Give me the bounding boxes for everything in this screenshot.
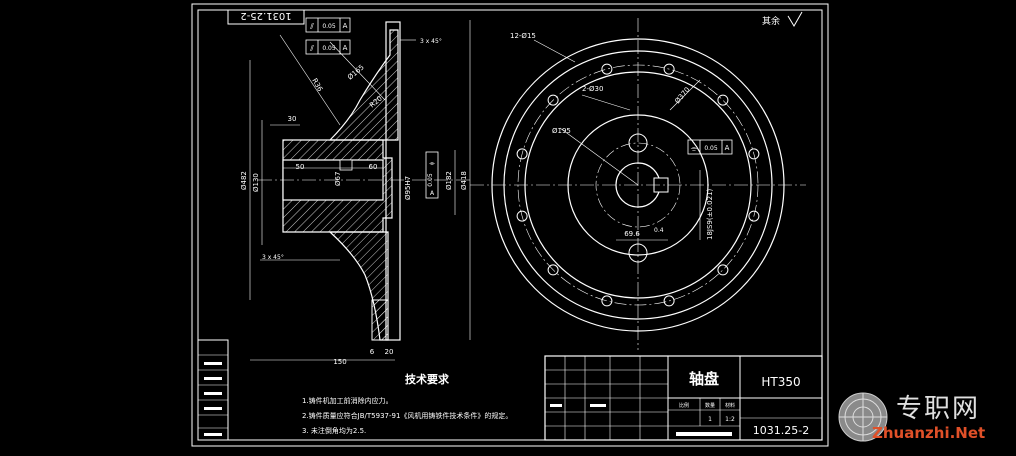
bolt-hole [547,94,559,106]
drawing-number: 1031.25-2 [753,424,809,437]
dim-d130: Ø130 [252,173,260,192]
bolt-hole [663,63,675,75]
upper-web [328,29,399,141]
dim-d195: Ø195 [552,127,571,135]
tech-req-heading: 技术要求 [405,372,450,386]
leader-d165 [329,41,386,101]
bolt-hole [516,210,528,222]
tol-right-sym: ⌯ [691,144,698,153]
dim-d182: Ø182 [445,171,453,190]
front-view: ⌯ 0.05 A 12-Ø15 2-Ø30 Ø195 Ø370 69.6 0.4… [470,11,806,350]
roughness-icon [787,11,803,27]
drawing-number-rotated: 1031.25-2 [240,10,291,21]
keyway-slot [339,159,353,171]
dim-key-tol: 18JS9(±0.021) [706,188,714,240]
revision-strip [197,339,229,441]
tol-right-ref: A [725,144,730,152]
label-material: 材料 [725,402,735,409]
bolt-hole [748,148,760,160]
dim-r36: R36 [310,77,324,93]
dim-chamfer-top: 3 x 45° [420,38,442,45]
tol-val-3: 0.05 [427,173,434,187]
label-scale: 比例 [679,402,689,409]
tolerance-frame-2: ⫽ 0.05 A [305,39,351,55]
watermark-cn: 专职网 [896,394,981,424]
dim-2-holes: 2-Ø30 [582,85,603,93]
part-title: 轴盘 [689,370,719,388]
dim-60: 60 [369,163,378,171]
section-view: ⌯ 0.05 A 3 x 45° R36 Ø165 R20 30 50 60 Ø… [240,20,471,366]
tap-hole-bottom [628,243,648,263]
bolt-hole [748,210,760,222]
leader-r36 [279,34,341,126]
bolt-hole [601,63,613,75]
dim-d418: Ø418 [460,171,468,190]
dim-chamfer-bottom: 3 x 45° [262,254,284,261]
watermark-en: Zhuanzhi.Net [872,424,986,442]
tol-sym-1: ⫽ [309,22,314,31]
surface-note: 其余 [762,15,780,27]
dim-30: 30 [288,115,297,123]
leader-2holes [581,94,631,111]
tol-ref-2: A [343,44,348,52]
dim-6: 6 [370,348,375,356]
title-block: 轴盘 HT350 1031.25-2 比例 数量 材料 1 1:2 [544,355,823,441]
label-qty: 数量 [705,402,715,409]
dim-d482: Ø482 [240,171,248,190]
inner-frame [197,9,823,441]
dim-150: 150 [333,358,346,366]
dim-d67: Ø67 [334,172,342,186]
tech-req-3: 3. 未注倒角均为2.5. [302,426,366,435]
tap-hole-top [628,133,648,153]
bolt-hole [663,295,675,307]
dim-d370: Ø370 [673,86,691,106]
leader-12holes [533,39,576,63]
dim-d95: Ø95H7 [404,176,412,200]
dim-key-69: 69.6 [624,230,640,238]
material: HT350 [761,375,800,389]
tolerance-frame-right: ⌯ 0.05 A [687,139,733,155]
dim-key-ra: 0.4 [654,227,664,234]
tech-req-1: 1.铸件机加工前消除内应力。 [302,396,393,405]
tol-sym-3: ⌯ [429,159,435,167]
tol-ref-3: A [430,190,435,197]
bolt-hole [601,295,613,307]
dim-20: 20 [385,348,394,356]
drawing-number-box [227,9,305,25]
rim-lip [371,299,389,341]
watermark-globe-icon [838,392,888,442]
bolt-holes [516,63,760,307]
watermark: 专职网 Zhuanzhi.Net [836,386,1012,448]
outer-frame [191,3,829,447]
dim-d165: Ø165 [346,63,366,81]
tol-sym-2: ⫽ [309,44,314,53]
tolerance-frame-1: ⫽ 0.05 A [305,17,351,33]
tol-val-2: 0.05 [322,45,336,52]
tech-req-2: 2.铸件质量应符合JB/T5937-91《风机用铸铁件技术条件》的规定。 [302,411,512,420]
tol-val-1: 0.05 [322,23,336,30]
leader-d195 [559,127,639,186]
tolerance-frame-3: ⌯ 0.05 A [425,151,439,199]
tol-ref-1: A [343,22,348,30]
bolt-hole [717,94,729,106]
leader-d370 [669,79,701,111]
tol-right-val: 0.05 [704,145,718,152]
dim-12-holes: 12-Ø15 [510,32,536,40]
scale-value: 1:2 [725,416,735,423]
flange-rim [385,21,401,341]
bolt-hole [516,148,528,160]
tech-requirements: 技术要求 1.铸件机加工前消除内应力。 2.铸件质量应符合JB/T5937-91… [302,372,512,435]
bolt-hole [717,264,729,276]
dim-50: 50 [296,163,305,171]
qty-value: 1 [708,416,712,423]
bolt-hole [547,264,559,276]
